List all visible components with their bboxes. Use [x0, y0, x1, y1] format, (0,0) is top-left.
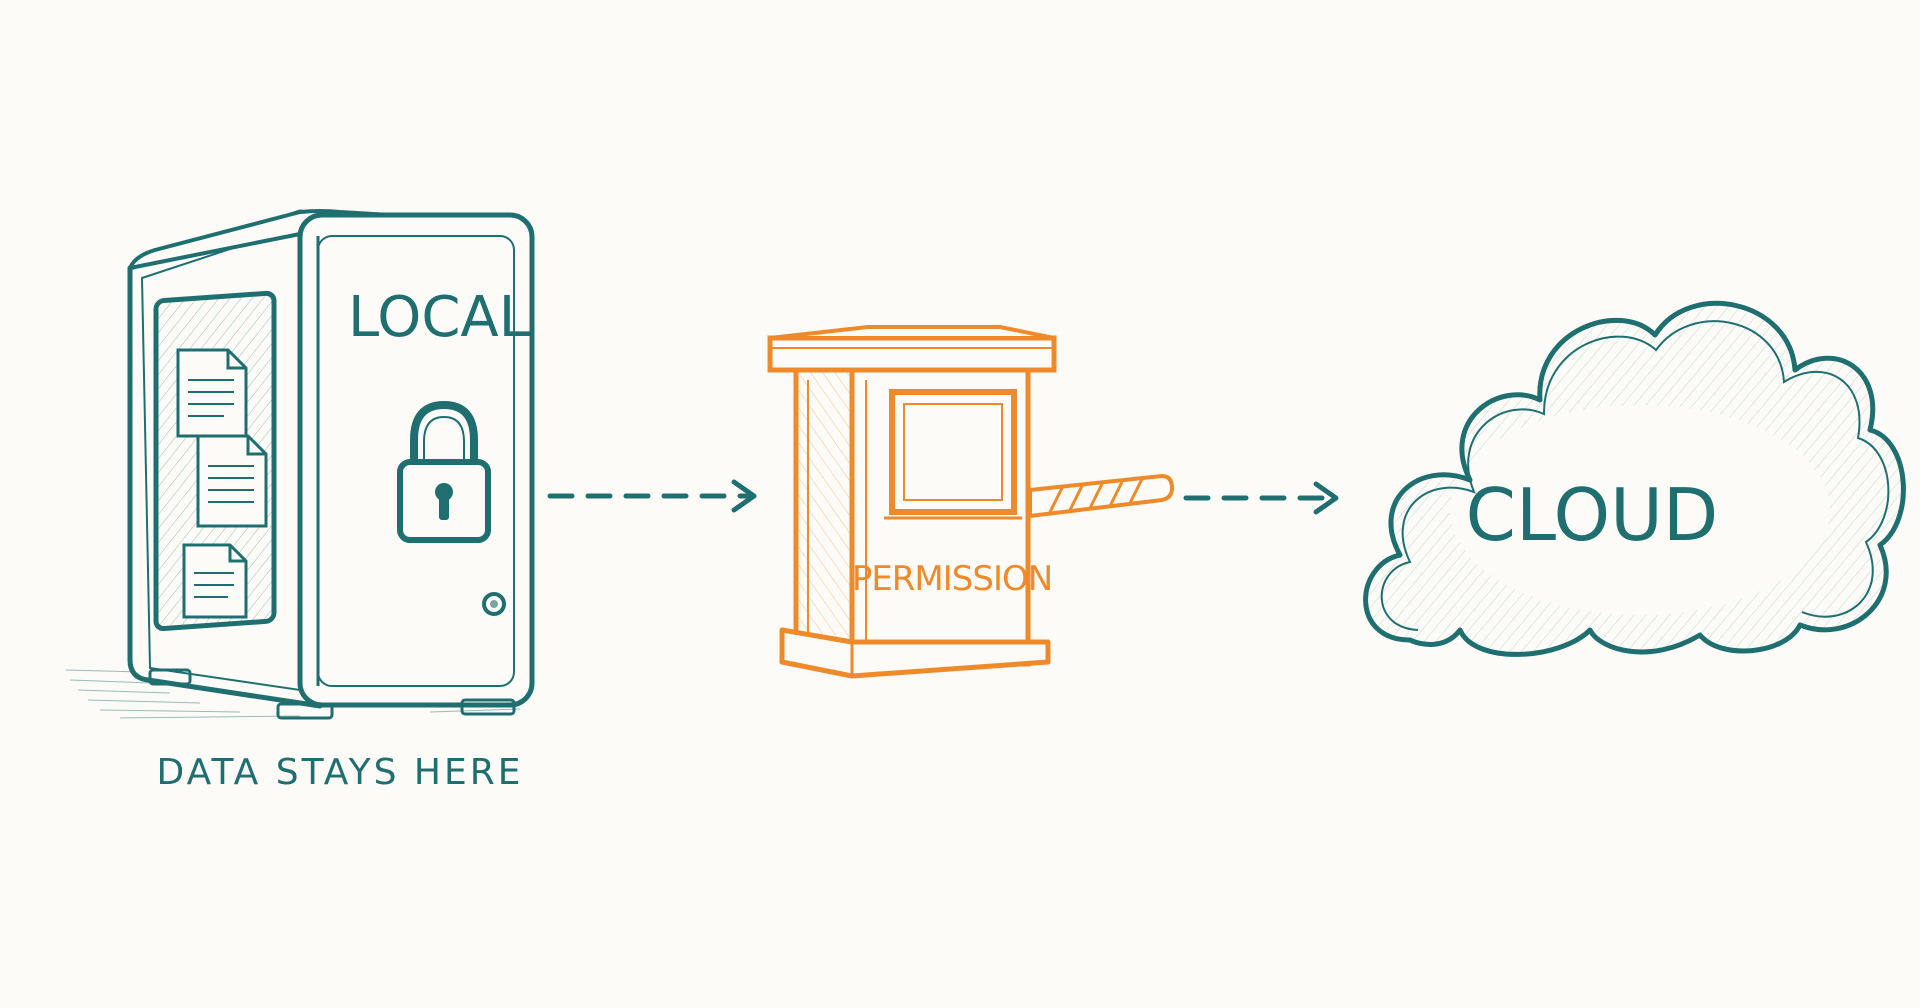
cloud-icon: CLOUD — [1363, 300, 1906, 657]
local-label: LOCAL — [348, 285, 530, 350]
flow-arrow-permission-to-cloud — [1183, 481, 1339, 515]
server-foot — [460, 698, 516, 716]
flow-arrow-local-to-permission — [547, 479, 757, 513]
local-caption: DATA STAYS HERE — [157, 752, 524, 793]
permission-label: PERMISSION — [852, 559, 1052, 599]
booth-side — [793, 367, 855, 668]
booth-window — [889, 389, 1017, 515]
server-foot — [148, 668, 192, 686]
local-server-icon: LOCAL DATA STAYS HERE — [65, 209, 535, 793]
cloud-outline — [1363, 300, 1906, 657]
document-icon — [176, 348, 248, 438]
power-button-icon — [482, 592, 506, 616]
floor-shadow — [65, 669, 526, 719]
server-foot — [276, 702, 334, 720]
document-icon — [182, 543, 248, 619]
toll-booth-icon: PERMISSION — [767, 325, 1175, 679]
booth-roof — [767, 335, 1057, 373]
barrier-arm-icon — [1028, 473, 1175, 519]
lock-icon — [397, 400, 491, 543]
cloud-label: CLOUD — [1466, 473, 1719, 557]
document-icon — [196, 434, 268, 528]
